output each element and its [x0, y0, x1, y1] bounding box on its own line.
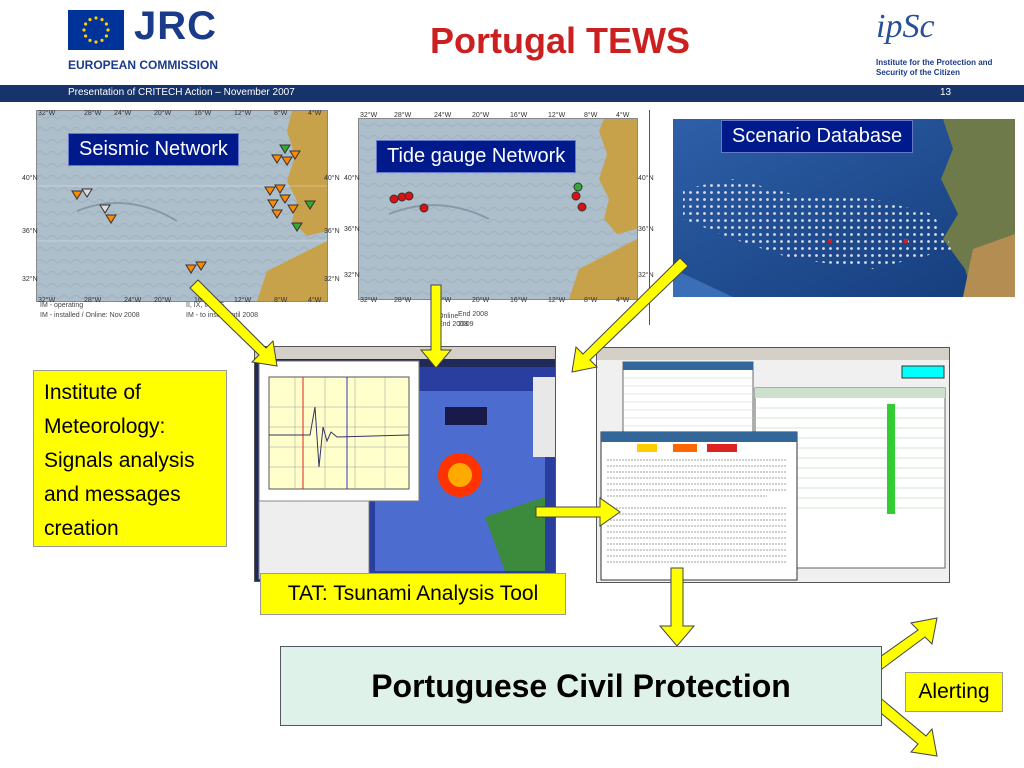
lat-tick: 36°N: [344, 226, 360, 233]
arrow-alerting-down: [869, 695, 938, 757]
divider-line: [649, 110, 650, 325]
tide-gauge-markers: [389, 182, 587, 213]
legend-item: End 2008: [438, 321, 468, 328]
lat-tick: 40°N: [638, 175, 654, 182]
legend-item: 2009: [458, 321, 474, 328]
legend-item: Online: [438, 313, 459, 320]
tick-label: 12°W: [548, 112, 566, 119]
eu-flag-logo: [68, 10, 124, 50]
tick-label: 20°W: [472, 112, 490, 119]
tick-label: 8°W: [584, 297, 598, 304]
tick-label: 20°W: [472, 297, 490, 304]
tick-label: 32°W: [360, 297, 378, 304]
tick-label: 4°W: [308, 297, 322, 304]
tick-label: 16°W: [194, 110, 212, 117]
lat-tick: 36°N: [324, 228, 340, 235]
tick-label: 20°W: [154, 297, 172, 304]
tick-label: 28°W: [394, 112, 412, 119]
lat-tick: 32°N: [344, 272, 360, 279]
arrow-alert-to-civil: [658, 567, 696, 647]
scenario-database-label: Scenario Database: [721, 120, 914, 153]
tick-label: 12°W: [234, 110, 252, 117]
tick-label: 4°W: [308, 110, 322, 117]
arrow-tide-to-tat: [419, 284, 453, 369]
lat-tick: 36°N: [638, 226, 654, 233]
lat-tick: 40°N: [22, 175, 38, 182]
page-title: Portugal TEWS: [430, 20, 690, 61]
tick-label: 28°W: [84, 110, 102, 117]
tat-screenshot: [254, 346, 556, 582]
european-commission-text: EUROPEAN COMMISSION: [68, 58, 219, 72]
tick-label: 24°W: [434, 112, 452, 119]
page-number: 13: [940, 87, 952, 98]
tick-label: 20°W: [154, 110, 172, 117]
arrow-tat-to-alert: [535, 497, 621, 527]
tick-label: 8°W: [584, 112, 598, 119]
legend-item: End 2008: [458, 311, 488, 318]
legend-item: IM - installed / Online: Nov 2008: [40, 312, 140, 319]
tide-legend: Online End 2008 End 2008 2009: [438, 311, 558, 332]
lat-tick: 32°N: [638, 272, 654, 279]
tick-label: 24°W: [124, 297, 142, 304]
lat-tick: 40°N: [344, 175, 360, 182]
institute-box: Institute of Meteorology: Signals analys…: [33, 370, 227, 547]
tick-label: 8°W: [274, 297, 288, 304]
tick-label: 16°W: [510, 112, 528, 119]
civil-protection-box: Portuguese Civil Protection: [280, 646, 882, 726]
banner-text: Presentation of CRITECH Action – Novembe…: [68, 87, 295, 98]
tick-label: 12°W: [234, 297, 252, 304]
tick-label: 4°W: [616, 297, 630, 304]
tick-label: 24°W: [114, 110, 132, 117]
tick-label: 4°W: [616, 112, 630, 119]
lat-tick: 40°N: [324, 175, 340, 182]
ipsc-subtitle: Institute for the Protection and Securit…: [876, 58, 993, 77]
tide-gauge-label: Tide gauge Network: [376, 140, 577, 173]
tick-label: 32°W: [38, 110, 56, 117]
lat-tick: 36°N: [22, 228, 38, 235]
arrow-seismic-to-tat: [189, 279, 278, 367]
ipsc-logo: ipSc: [876, 8, 935, 45]
alerting-box: Alerting: [905, 672, 1003, 712]
alert-system-screenshot: [596, 347, 950, 583]
tick-label: 28°W: [84, 297, 102, 304]
tick-label: 24°W: [434, 297, 452, 304]
seismic-station-markers: [71, 144, 316, 274]
seismic-network-label: Seismic Network: [68, 133, 239, 166]
tick-label: 16°W: [510, 297, 528, 304]
lat-tick: 32°N: [22, 276, 38, 283]
tide-bottom-ticks: 32°W 28°W 24°W 20°W 16°W 12°W 8°W 4°W: [358, 297, 636, 309]
tide-top-ticks: 32°W 28°W 24°W 20°W 16°W 12°W 8°W 4°W: [358, 112, 636, 124]
arrow-scenario-to-tat: [571, 257, 689, 373]
tick-label: 12°W: [548, 297, 566, 304]
tick-label: 32°W: [360, 112, 378, 119]
tick-label: 28°W: [394, 297, 412, 304]
legend-item: IM - operating: [40, 302, 84, 309]
legend-item: II, IX, IA, EE: [186, 302, 225, 309]
tick-label: 8°W: [274, 110, 288, 117]
tick-label: 32°W: [38, 297, 56, 304]
tat-label-box: TAT: Tsunami Analysis Tool: [260, 573, 566, 615]
header-banner: [0, 85, 1024, 102]
lat-tick: 32°N: [324, 276, 340, 283]
seismic-top-ticks: 32°W 28°W 24°W 20°W 16°W 12°W 8°W 4°W: [36, 110, 326, 122]
jrc-logo-text: JRC: [134, 4, 218, 48]
